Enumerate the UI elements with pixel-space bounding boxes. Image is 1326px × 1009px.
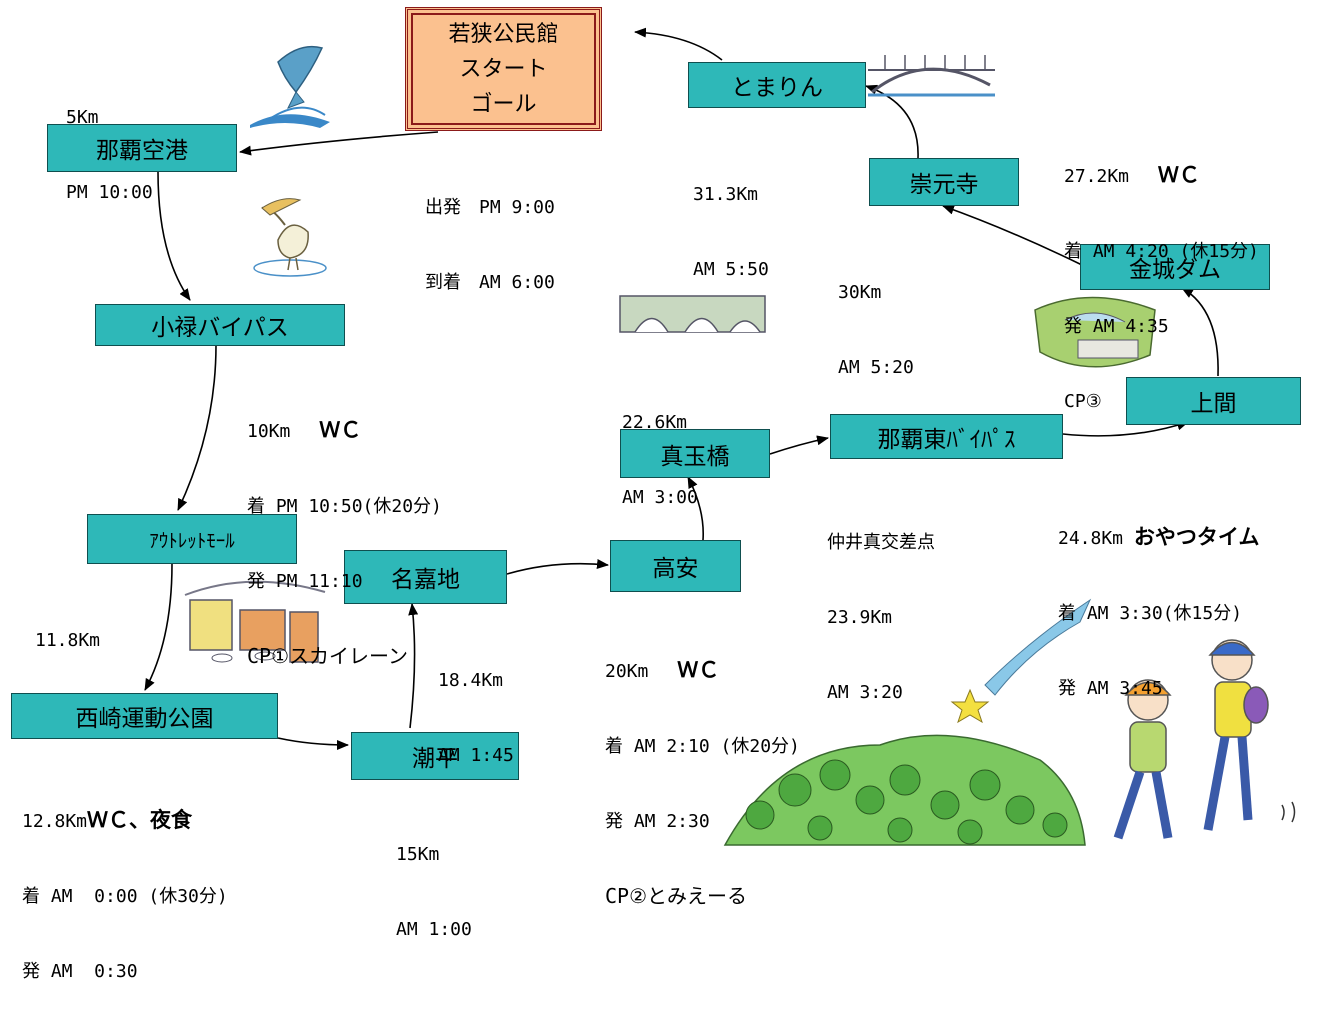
node-nishizaki-park: 西崎運動公園 [11,693,278,739]
forest-illustration [723,734,1086,846]
note-takayasu: 20Km ＷＣ 着 AM 2:10 (休20分) 発 AM 2:30 CP②とみ… [605,658,800,908]
node-oroku-bypass: 小禄バイパス [95,304,345,346]
node-madama-bridge: 真玉橋 [620,429,770,478]
arrow-shiohira-to-nakachi [408,603,419,729]
fish-illustration [250,45,330,128]
arrow-madama-to-nahaeast [769,435,829,455]
node-takayasu: 高安 [610,540,741,592]
bridge-illustration [868,55,995,97]
arrow-start-to-airport [239,131,439,156]
start-goal-box: 若狭公民館 スタート ゴール [405,7,602,131]
note-uema: 24.8Km おやつタイム 着 AM 3:30(休15分) 発 AM 3:45 [1058,525,1260,699]
arrow-sogenji-to-tomarin [865,84,919,159]
arrow-uema-to-kinjo [1181,287,1219,377]
note-sogenji: 30Km AM 5:20 [838,282,914,378]
node-uema: 上間 [1126,377,1301,425]
note-naha-airport: 5Km PM 10:00 [66,107,153,203]
arrow-airport-to-oroku [157,171,191,301]
note-outlet: 11.8Km [35,630,101,651]
node-tomarin: とまりん [688,62,866,108]
arrow-tomarin-to-start [634,27,723,61]
arrow-takayasu-to-madama [687,476,705,541]
note-nakaima: 仲井真交差点 23.9Km AM 3:20 [827,532,935,703]
note-shiohira: 15Km AM 1:00 [396,844,472,940]
illustrations [184,45,1296,846]
note-nishizaki: 12.8KmＷＣ、夜食 着 AM 0:00 (休30分) 発 AM 0:30 [22,808,228,982]
arrow-nishizaki-to-shiohira [277,737,349,750]
node-shiohira: 潮平 [351,732,519,780]
dam-illustration [1034,296,1156,368]
node-sogenji: 崇元寺 [869,158,1019,206]
arrow-kinjo-to-sogenji [942,205,1083,266]
stone-bridge-illustration [619,295,766,333]
note-start-times: 出発 PM 9:00 到着 AM 6:00 [425,197,555,293]
arrow-nahaeast-to-uema [1062,420,1189,437]
start-line-1: 若狭公民館 [448,21,559,47]
walkers-illustration [1113,639,1296,840]
note-nakachi: 18.4Km AM 1:45 [438,670,514,766]
bird-illustration [253,198,327,277]
route-arrows [144,27,1219,750]
arrow-nakachi-to-takayasu [506,558,609,575]
note-oroku: 10Km ＷＣ 着 PM 10:50(休20分) 発 PM 11:10 CP①ス… [247,418,442,668]
arrow-oroku-to-outlet [177,344,217,511]
shooting-star-illustration [950,598,1092,724]
start-line-2: スタート [459,56,548,82]
buildings-illustration [184,580,326,663]
start-line-3: ゴール [470,91,537,117]
note-madama: 22.6Km AM 3:00 [622,412,698,508]
arrow-outlet-to-nishizaki [144,563,173,691]
note-kinjo: 27.2Km ＷＣ 着 AM 4:20 (休15分) 発 AM 4:35 CP③ [1064,163,1259,412]
node-kinjo-dam: 金城ダム [1080,244,1270,290]
node-outlet-mall: ｱｳﾄﾚｯﾄﾓｰﾙ [87,514,297,564]
node-naha-east-bypass: 那覇東ﾊﾞｲﾊﾟｽ [830,414,1063,459]
node-nakachi: 名嘉地 [344,550,507,604]
note-tomarin: 31.3Km AM 5:50 [693,184,769,280]
node-naha-airport: 那覇空港 [47,124,237,172]
